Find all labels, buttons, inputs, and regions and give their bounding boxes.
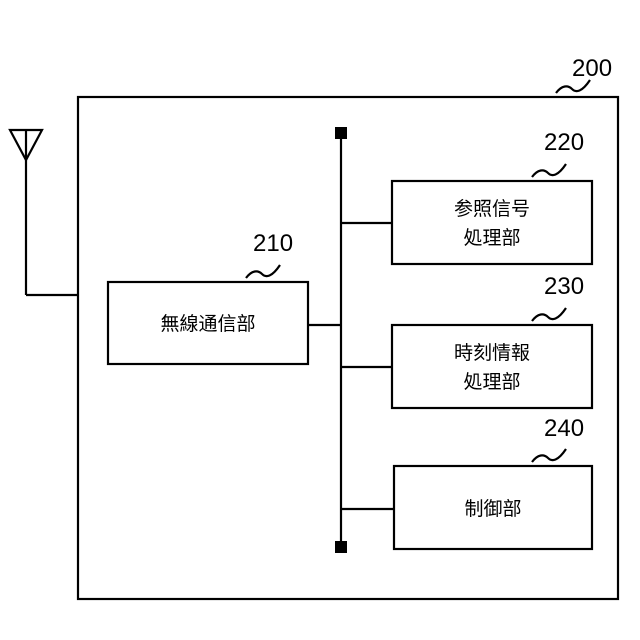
wireless-ref: 210 (253, 230, 293, 257)
reference-label-line1: 参照信号 (454, 198, 530, 220)
control-leader (532, 449, 566, 462)
control-block: 制御部 240 (394, 415, 592, 549)
time-info-block: 時刻情報 処理部 230 (392, 273, 592, 408)
reference-signal-block: 参照信号 処理部 220 (392, 129, 592, 264)
wireless-communication-block: 無線通信部 210 (108, 230, 308, 364)
wireless-label: 無線通信部 (160, 313, 255, 335)
antenna-icon (10, 130, 78, 295)
wireless-leader (246, 265, 280, 278)
device-ref: 200 (572, 55, 612, 82)
reference-ref: 220 (544, 129, 584, 156)
bus-terminal-bottom (335, 541, 347, 553)
time-info-leader (532, 308, 566, 321)
time-info-label-line2: 処理部 (463, 371, 520, 393)
reference-label-line2: 処理部 (463, 227, 520, 249)
reference-leader (532, 164, 566, 177)
time-info-label-line1: 時刻情報 (454, 342, 530, 364)
bus-terminal-top (335, 127, 347, 139)
control-ref: 240 (544, 415, 584, 442)
time-info-ref: 230 (544, 273, 584, 300)
bus (308, 127, 394, 553)
control-label: 制御部 (464, 498, 521, 520)
